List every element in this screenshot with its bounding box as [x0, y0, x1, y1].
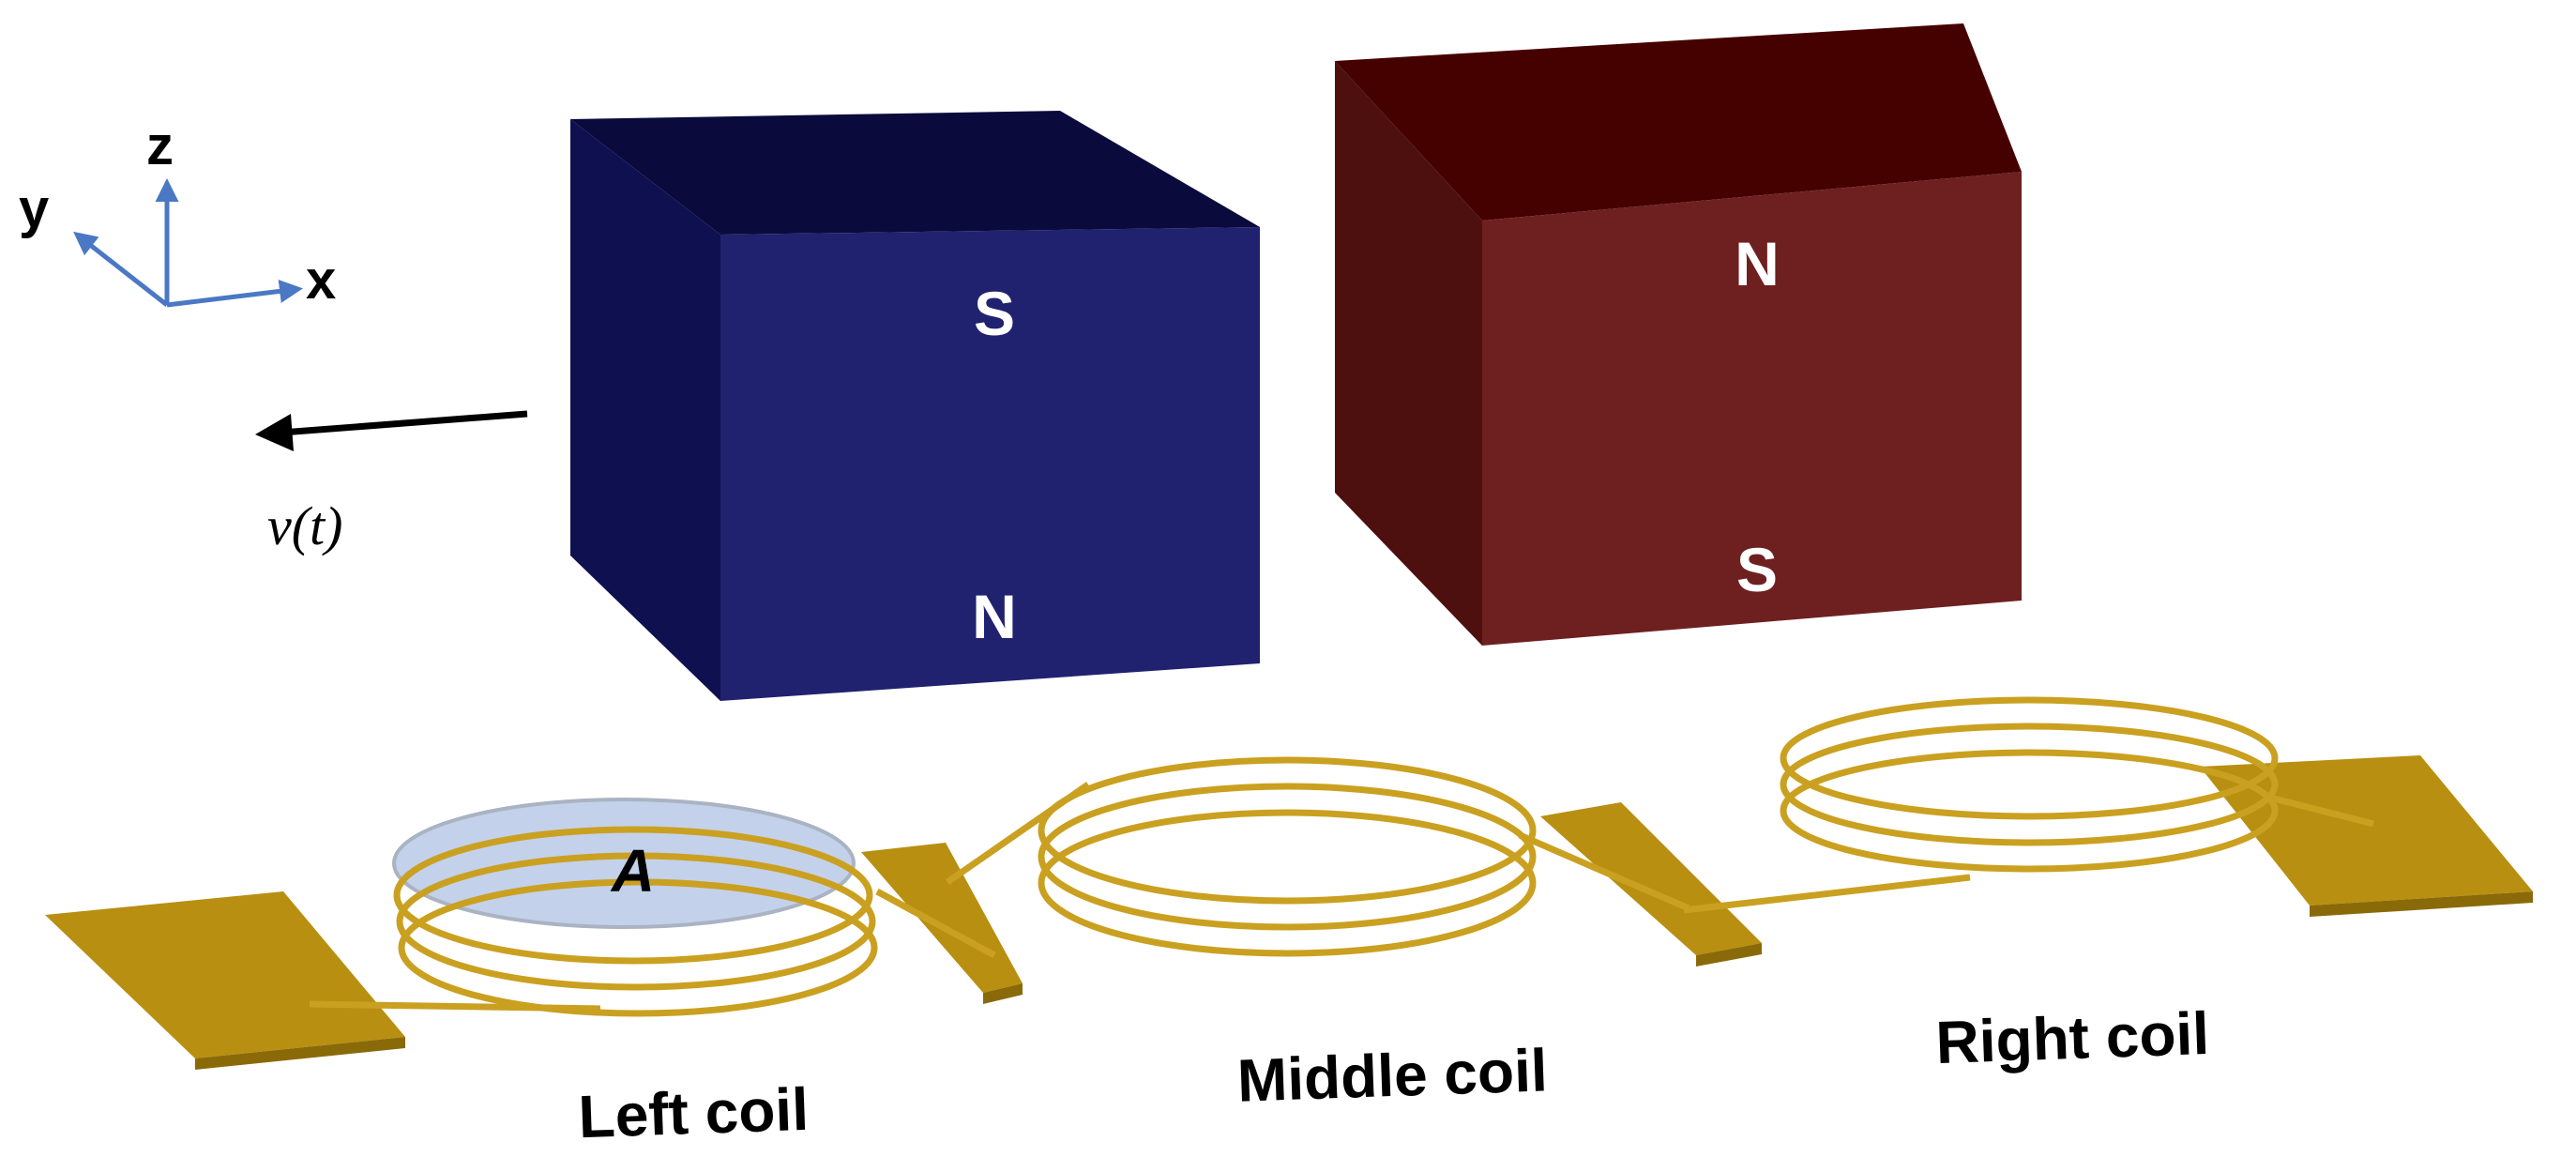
- coil-area-label: A: [610, 837, 655, 905]
- left-magnet-bottom-pole: N: [972, 582, 1017, 651]
- right-coil-label: Right coil: [1934, 999, 2210, 1076]
- left-coil-turn: [393, 826, 873, 965]
- middle-coil-turn: [1038, 756, 1537, 905]
- velocity-arrowhead: [255, 414, 294, 451]
- middle-coil: [946, 756, 1690, 957]
- right-coil-lead: [2269, 794, 2374, 828]
- right-coil-turn: [1780, 696, 2279, 820]
- middle-coil-turn: [1038, 809, 1537, 957]
- left-coil-turn: [396, 852, 876, 991]
- middle-coil-lead: [946, 782, 1090, 885]
- pad-middle-right-edge: [1696, 943, 1762, 967]
- y-axis-label: y: [19, 178, 49, 239]
- left-coil-label: Left coil: [577, 1075, 810, 1151]
- pad-left-middle-edge: [983, 983, 1023, 1004]
- axes-indicator: z x y: [19, 115, 336, 311]
- left-coil-turn: [398, 878, 878, 1017]
- left-magnet-top-pole: S: [974, 279, 1015, 348]
- right-coil: [1683, 696, 2374, 914]
- right-magnet-top-pole: N: [1735, 229, 1780, 298]
- left-coil-lead: [875, 888, 996, 959]
- left-magnet: S N: [570, 111, 1260, 701]
- z-axis-label: z: [146, 115, 174, 176]
- pad-far-left-edge: [195, 1037, 405, 1070]
- left-coil: A: [309, 798, 996, 1017]
- x-axis-arrow: [166, 280, 303, 308]
- right-coil-turn: [1780, 723, 2279, 846]
- right-magnet-bottom-pole: S: [1736, 535, 1778, 604]
- pad-middle-right: [1540, 802, 1762, 955]
- pad-far-right-edge: [2310, 891, 2533, 917]
- velocity-arrow: [280, 410, 528, 436]
- x-axis-label: x: [306, 250, 336, 311]
- left-coil-lead: [309, 1000, 601, 1012]
- contact-pads: [45, 755, 2533, 1070]
- right-magnet: N S: [1335, 23, 2022, 646]
- left-magnet-front-face: [720, 227, 1260, 701]
- velocity-indicator: v(t): [255, 410, 528, 556]
- left-magnet-top-face: [570, 111, 1260, 235]
- right-magnet-top-face: [1335, 23, 2022, 221]
- right-magnet-side-face: [1335, 61, 1482, 646]
- right-coil-turn: [1780, 749, 2279, 873]
- right-magnet-front-face: [1482, 172, 2022, 646]
- pad-far-right: [2200, 755, 2533, 906]
- middle-coil-turn: [1038, 783, 1537, 931]
- middle-coil-label: Middle coil: [1236, 1036, 1549, 1114]
- y-axis-arrow: [73, 231, 169, 307]
- velocity-label: v(t): [267, 495, 343, 556]
- pad-left-middle: [861, 843, 1023, 993]
- middle-coil-lead: [1518, 831, 1690, 912]
- left-magnet-side-face: [570, 119, 720, 701]
- right-coil-lead: [1683, 874, 1971, 914]
- pad-far-left: [45, 891, 405, 1058]
- coil-assembly: A Left coil Middle coil Right coil: [45, 696, 2533, 1151]
